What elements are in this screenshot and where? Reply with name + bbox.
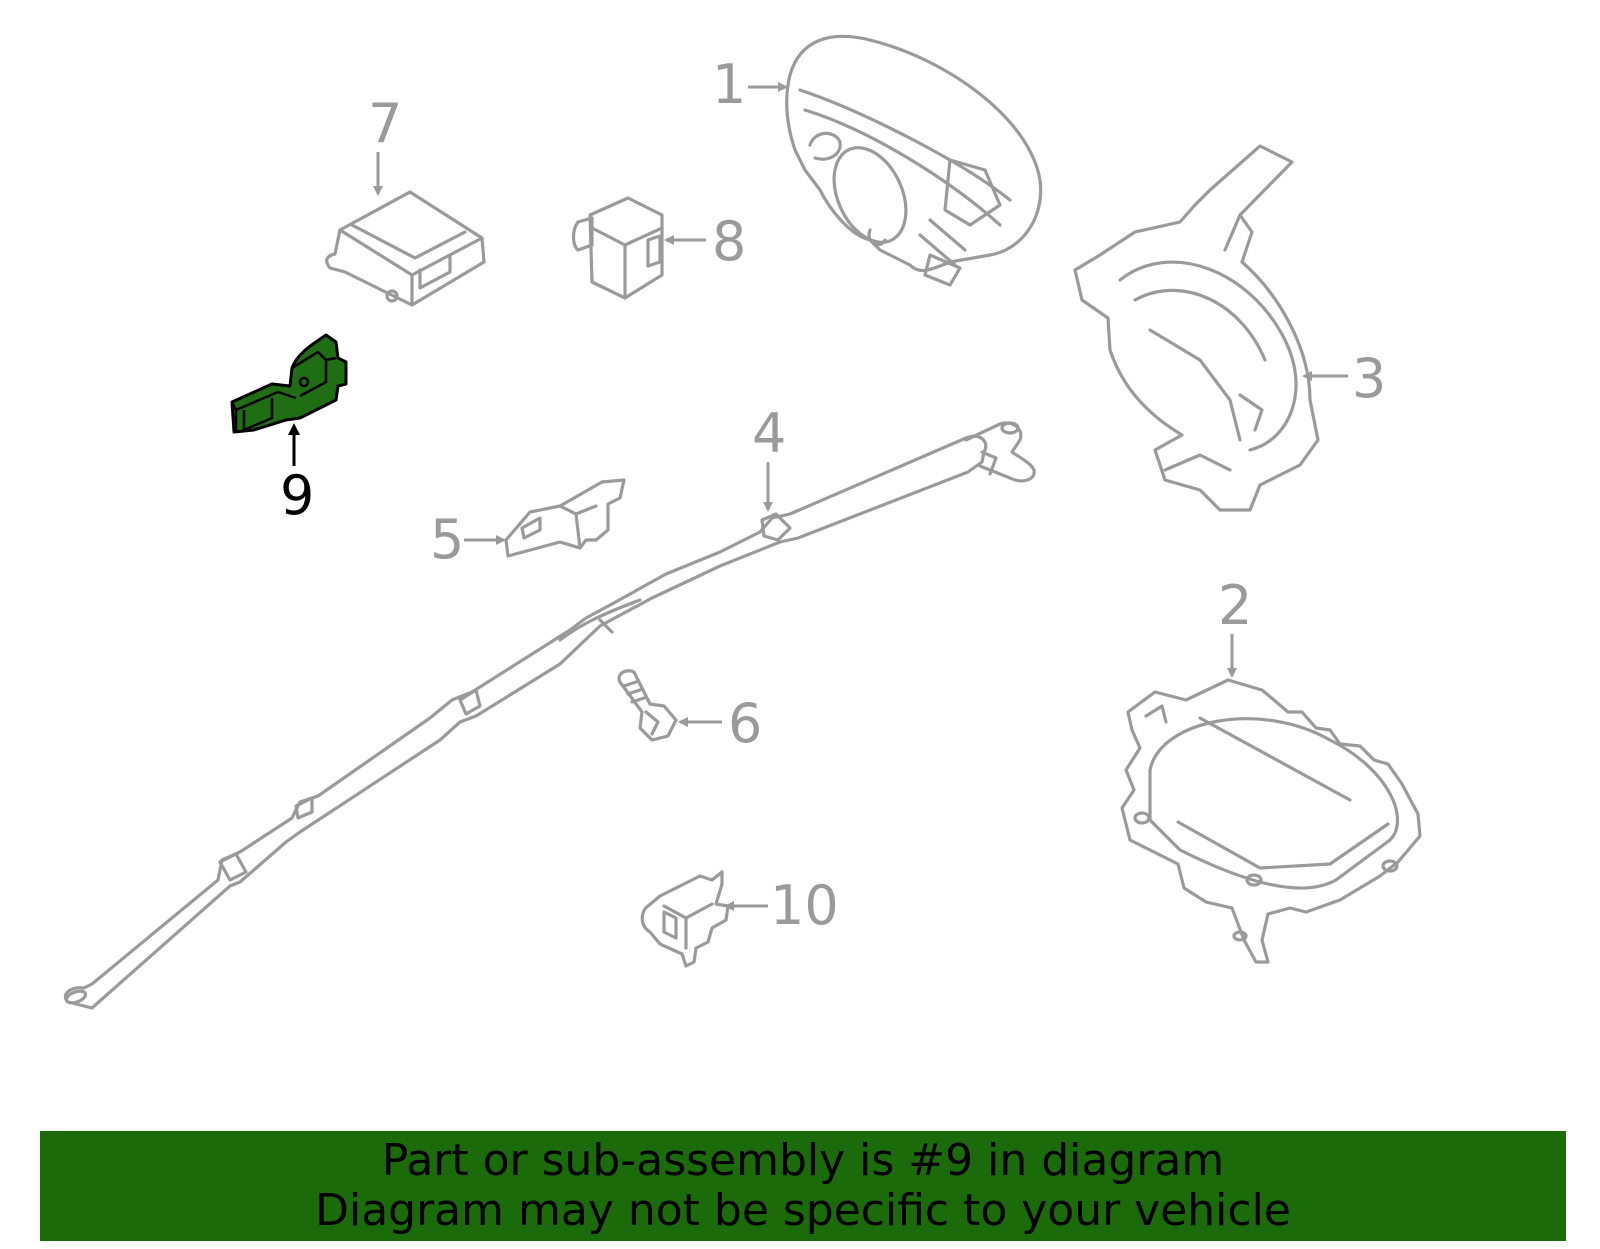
callout-5: 5 [430,508,464,571]
info-banner: Part or sub-assembly is #9 in diagram Di… [40,1131,1566,1241]
part-9-highlighted-sensor[interactable] [230,333,348,434]
callout-6: 6 [728,692,762,755]
part-3-clock-spring[interactable] [1073,144,1320,512]
callout-2: 2 [1218,574,1252,637]
part-6-bolt[interactable] [617,669,678,742]
part-7-control-module[interactable] [325,190,486,307]
callout-7: 7 [368,92,402,155]
callout-4: 4 [752,402,786,465]
part-2-passenger-airbag[interactable] [1120,678,1422,964]
callout-3: 3 [1352,347,1386,410]
banner-line-1: Part or sub-assembly is #9 in diagram [381,1135,1225,1186]
callout-9: 9 [280,464,314,527]
part-1-driver-airbag[interactable] [785,34,1043,287]
part-8-sensor[interactable] [571,196,664,300]
part-10-impact-sensor[interactable] [640,870,730,968]
callout-8: 8 [712,210,746,273]
callout-10: 10 [770,874,839,937]
callout-1: 1 [712,53,746,116]
banner-line-2: Diagram may not be specific to your vehi… [315,1185,1291,1236]
part-4-curtain-airbag[interactable] [63,421,1036,1010]
part-5-bracket[interactable] [504,478,626,558]
